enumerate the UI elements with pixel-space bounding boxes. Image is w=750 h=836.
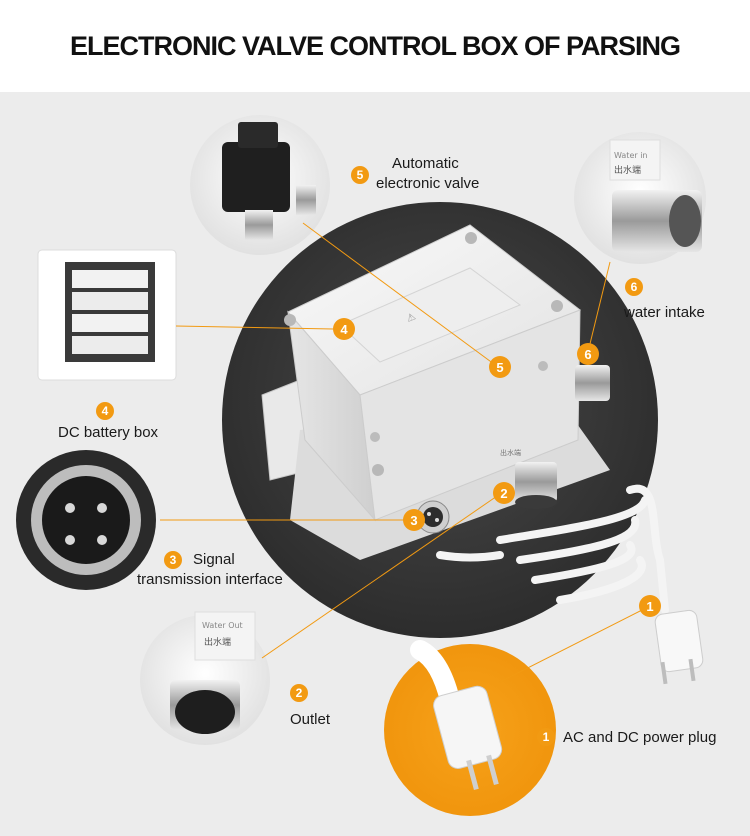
label-3-line2: transmission interface [137,571,283,588]
caution-icon: ⚠ [405,311,417,325]
coiled-cable [436,484,669,614]
badge-5-on-box: 5 [489,356,511,378]
label-6: water intake [624,304,705,321]
label-5-line2: electronic valve [376,175,480,192]
badge-3-on-box: 3 [403,509,425,531]
badge-1-on-plug: 1 [639,595,661,617]
badge-6: 6 [625,278,643,296]
water-in-cn-label: 出水端 [614,164,641,176]
badge-6-on-box: 6 [577,343,599,365]
outlet-thumbnail: Water Out 出水端 [140,611,270,745]
badge-3: 3 [164,551,182,569]
badge-2-on-box: 2 [493,482,515,504]
label-2: Outlet [290,711,331,728]
control-box: ⚠ 出水端 [261,224,610,560]
valve-thumbnail [190,115,330,255]
water-out-label: Water Out [202,621,243,630]
label-5-line1: Automatic [392,155,459,172]
title-band: ELECTRONIC VALVE CONTROL BOX OF PARSING [0,0,750,92]
badge-2: 2 [290,684,308,702]
leader-lines [160,222,651,684]
label-1: AC and DC power plug [563,729,717,746]
water-in-label: Water in [614,151,647,160]
signal-thumbnail [16,450,156,590]
plug-closeup [410,640,503,791]
badge-5: 5 [351,166,369,184]
power-plug [654,609,704,685]
label-3-line1: Signal [193,551,235,568]
badge-4-on-box: 4 [333,318,355,340]
label-4: DC battery box [58,424,159,441]
battery-thumbnail [37,249,177,381]
badge-1: 1 [537,728,555,746]
box-outlet-label: 出水端 [500,448,521,457]
page-title: ELECTRONIC VALVE CONTROL BOX OF PARSING [69,30,681,61]
water-out-cn-label: 出水端 [204,636,231,648]
badge-4: 4 [96,402,114,420]
intake-thumbnail: Water in 出水端 [574,132,706,264]
